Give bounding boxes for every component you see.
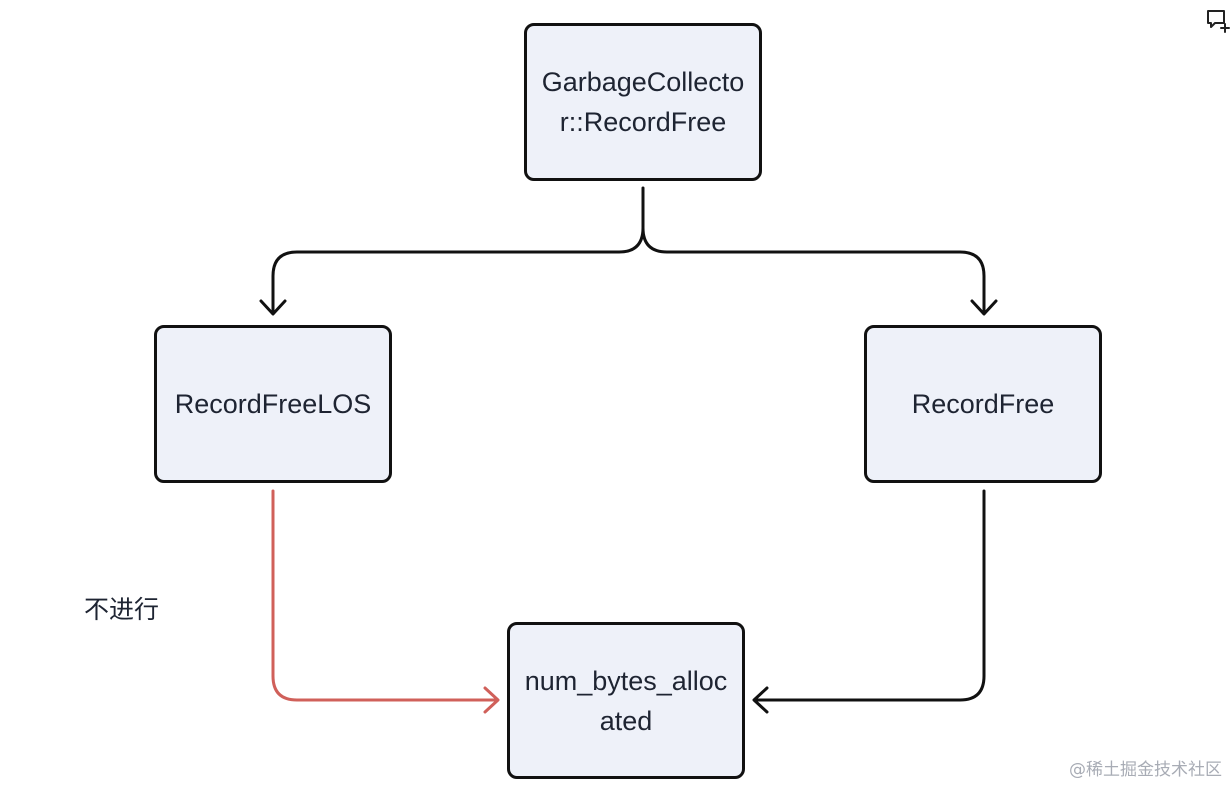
node-bottom-label: num_bytes_allocated xyxy=(524,665,728,736)
edge-right-to-bottom xyxy=(753,489,986,702)
node-left-label: RecordFreeLOS xyxy=(174,389,372,419)
node-num-bytes-allocated: num_bytes_allocated xyxy=(507,622,745,779)
node-right-label: RecordFree xyxy=(911,389,1055,419)
edge-left-arrowhead xyxy=(259,299,287,316)
edge-right-to-bottom-arrowhead xyxy=(752,686,769,714)
comment-add-icon[interactable] xyxy=(1206,8,1230,34)
watermark: @稀土掘金技术社区 xyxy=(1069,760,1222,780)
node-top-label: GarbageCollector::RecordFree xyxy=(541,67,745,137)
edge-label-not-performed: 不进行 xyxy=(84,595,160,624)
node-record-free-los: RecordFreeLOS xyxy=(154,325,392,483)
node-garbage-collector-record-free: GarbageCollector::RecordFree xyxy=(524,23,762,181)
edge-right-arrowhead xyxy=(970,299,998,316)
edge-left-to-bottom xyxy=(271,489,499,702)
edge-top-to-right xyxy=(641,226,986,315)
edge-left-to-bottom-arrowhead xyxy=(483,686,500,714)
node-record-free: RecordFree xyxy=(864,325,1102,483)
edge-top-to-left xyxy=(271,186,645,315)
